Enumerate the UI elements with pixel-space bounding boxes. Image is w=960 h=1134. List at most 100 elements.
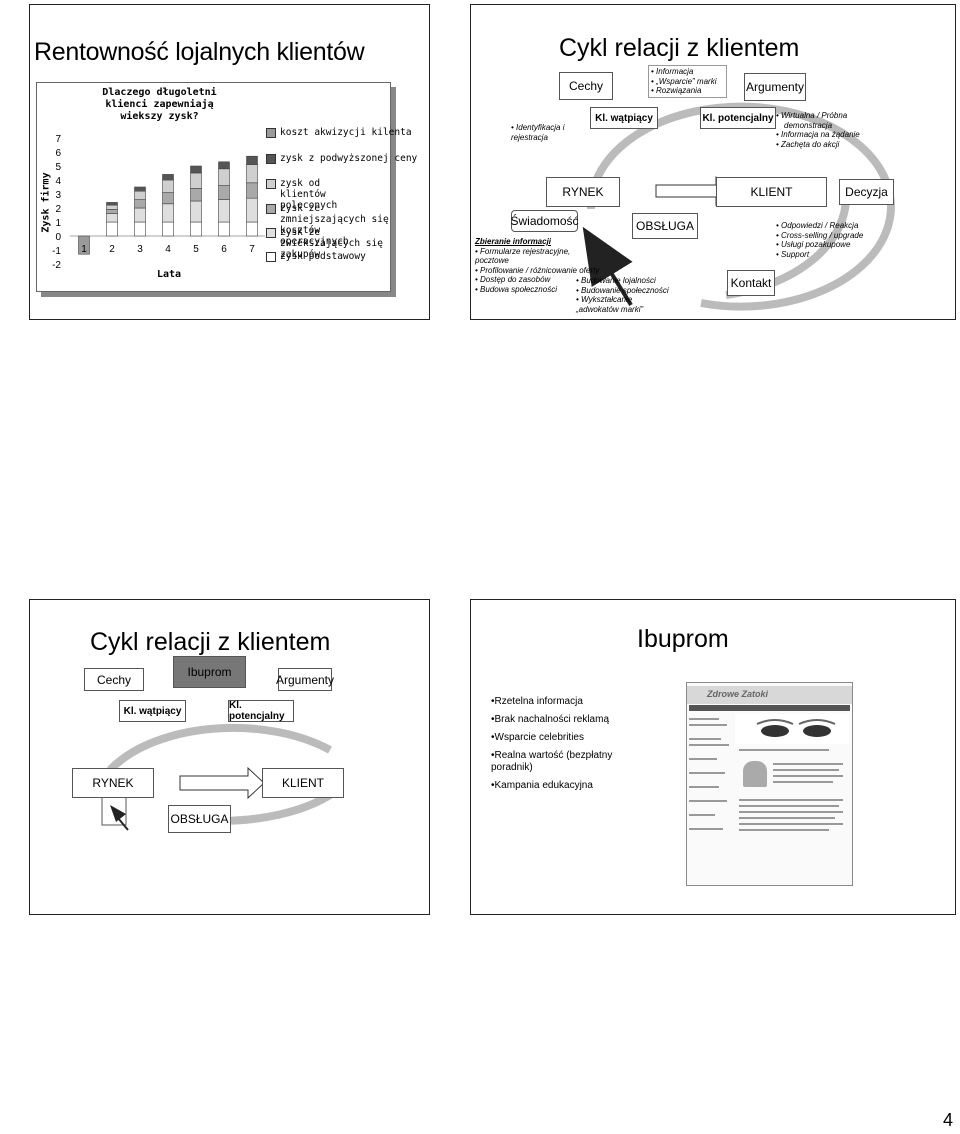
bar-segment	[246, 182, 258, 199]
kontakt-box: Kontakt	[727, 270, 775, 296]
slide-title: Cykl relacji z klientem	[559, 34, 800, 62]
slide-cykl-relacji: Cykl relacji z klientem Cechy Informacja…	[470, 4, 956, 320]
bullet-item: •Rzetelna informacja	[491, 696, 583, 707]
obsluga-box: OBSŁUGA	[632, 213, 698, 239]
kl-potencjalny-box: Kl. potencjalny	[700, 107, 776, 129]
x-tick-label: 6	[221, 244, 227, 255]
klient-box: KLIENT	[716, 177, 827, 207]
bar-segment	[162, 179, 174, 193]
bar-segment	[190, 221, 202, 237]
slide-ibuprom: Ibuprom •Rzetelna informacja •Brak nacha…	[470, 599, 956, 915]
klient-notes: Odpowiedzi / Reakcja Cross-selling / upg…	[776, 221, 871, 259]
zbieranie-notes: Zbieranie informacji Formularze rejestra…	[475, 237, 599, 294]
legend-swatch	[266, 204, 276, 214]
slide-cykl-ibuprom: Cykl relacji z klientem Cechy Ibuprom Ar…	[29, 599, 430, 915]
y-tick-label: 3	[55, 190, 61, 201]
y-tick-label: 7	[55, 134, 61, 145]
bar-segment	[134, 199, 146, 209]
legend-swatch	[266, 154, 276, 164]
bar-segment	[162, 203, 174, 223]
eyes-image	[756, 719, 836, 737]
top-notes: Informacja „Wsparcie” marki Rozwiązania	[648, 65, 727, 98]
cechy-box: Cechy	[559, 72, 613, 100]
x-tick-label: 3	[137, 244, 143, 255]
x-tick-label: 4	[165, 244, 171, 255]
arrow-klient-obsluga	[713, 190, 745, 233]
slide-title: Rentowność lojalnych klientów	[34, 38, 365, 66]
bar-segment	[134, 207, 146, 223]
y-tick-label: -2	[52, 260, 61, 271]
obsluga-notes: Budowanie lojalności Budowanie społeczno…	[576, 276, 676, 314]
bar-segment	[190, 172, 202, 189]
legend-item: zysk od klientów poleconych	[266, 178, 370, 211]
legend-swatch	[266, 252, 276, 262]
chart-frame	[36, 82, 391, 292]
website-screenshot: Zdrowe Zatoki	[686, 682, 853, 886]
kl-watpiacy-box: Kl. wątpiący	[119, 700, 186, 722]
bar-segment	[246, 221, 258, 237]
bar-segment	[218, 185, 230, 200]
y-tick-label: 0	[55, 232, 61, 243]
swiadomosc-box: Świadomość	[510, 210, 579, 232]
bar-segment	[106, 221, 118, 237]
legend-item: zysk podstawowy	[266, 251, 366, 262]
y-axis-label: Zysk firmy	[40, 172, 52, 233]
bar-segment	[162, 221, 174, 237]
bullet-item: •Brak nachalności reklamą	[491, 714, 610, 725]
page-number: 4	[943, 1110, 954, 1130]
site-sidebar	[689, 714, 733, 874]
bar-segment	[246, 155, 258, 165]
arrow-obsluga-back	[117, 817, 129, 831]
site-logo: Zdrowe Zatoki	[707, 689, 769, 699]
obsluga-box: OBSŁUGA	[168, 805, 231, 833]
y-tick-label: 5	[55, 162, 61, 173]
site-nav	[689, 705, 850, 711]
x-tick-label: 7	[249, 244, 255, 255]
bar-segment	[246, 164, 258, 184]
rynek-box: RYNEK	[546, 177, 620, 207]
kl-watpiacy-box: Kl. wątpiący	[590, 107, 658, 129]
legend-item: zysk ze zwiekszających się zakupów	[266, 227, 384, 260]
legend-swatch	[266, 228, 276, 238]
arrow-head	[110, 805, 126, 822]
bar-segment	[134, 221, 146, 237]
y-tick-label: -1	[52, 246, 61, 257]
bar-segment	[78, 235, 90, 255]
right-notes: Wirtualna / Próbna demonstracja Informac…	[776, 111, 866, 149]
legend-item: koszt akwizycji kilenta	[266, 127, 412, 138]
slide-title: Cykl relacji z klientem	[90, 628, 331, 656]
rynek-box: RYNEK	[72, 768, 154, 798]
bar-segment	[134, 190, 146, 200]
bar-segment	[106, 204, 118, 210]
legend-item: zysk z podwyższonej ceny	[266, 153, 417, 164]
slide-title: Ibuprom	[637, 625, 729, 653]
legend-item: zysk ze zmniejszających się kosztów oper…	[266, 203, 392, 247]
bar-segment	[218, 168, 230, 186]
bar-segment	[218, 221, 230, 237]
y-tick-label: 1	[55, 218, 61, 229]
x-tick-label: 1	[81, 244, 87, 255]
bullet-item: •Wsparcie celebrities	[491, 732, 584, 743]
argumenty-box: Argumenty	[744, 73, 806, 101]
site-header	[687, 686, 852, 704]
decyzja-box: Decyzja	[839, 179, 894, 205]
bar-segment	[218, 199, 230, 223]
arrow-rynek-klient	[179, 766, 265, 800]
bullet-item: •Realna wartość (bezpłatny poradnik)	[491, 750, 613, 773]
bar-segment	[190, 200, 202, 223]
klient-box: KLIENT	[262, 768, 344, 798]
legend-swatch	[266, 179, 276, 189]
identyfikacja-note: • Identyfikacja i rejestracja	[511, 123, 565, 142]
bar-segment	[162, 174, 174, 181]
bar-segment	[106, 213, 118, 223]
x-axis-label: Lata	[157, 269, 182, 280]
kl-potencjalny-box: Kl. potencjalny	[228, 700, 294, 722]
bar-segment	[190, 165, 202, 174]
y-tick-label: 4	[55, 176, 61, 187]
bar-segment	[162, 192, 174, 205]
y-tick-label: 2	[55, 204, 61, 215]
argumenty-box: Argumenty	[276, 668, 334, 691]
site-portrait	[743, 761, 767, 787]
legend-swatch	[266, 128, 276, 138]
